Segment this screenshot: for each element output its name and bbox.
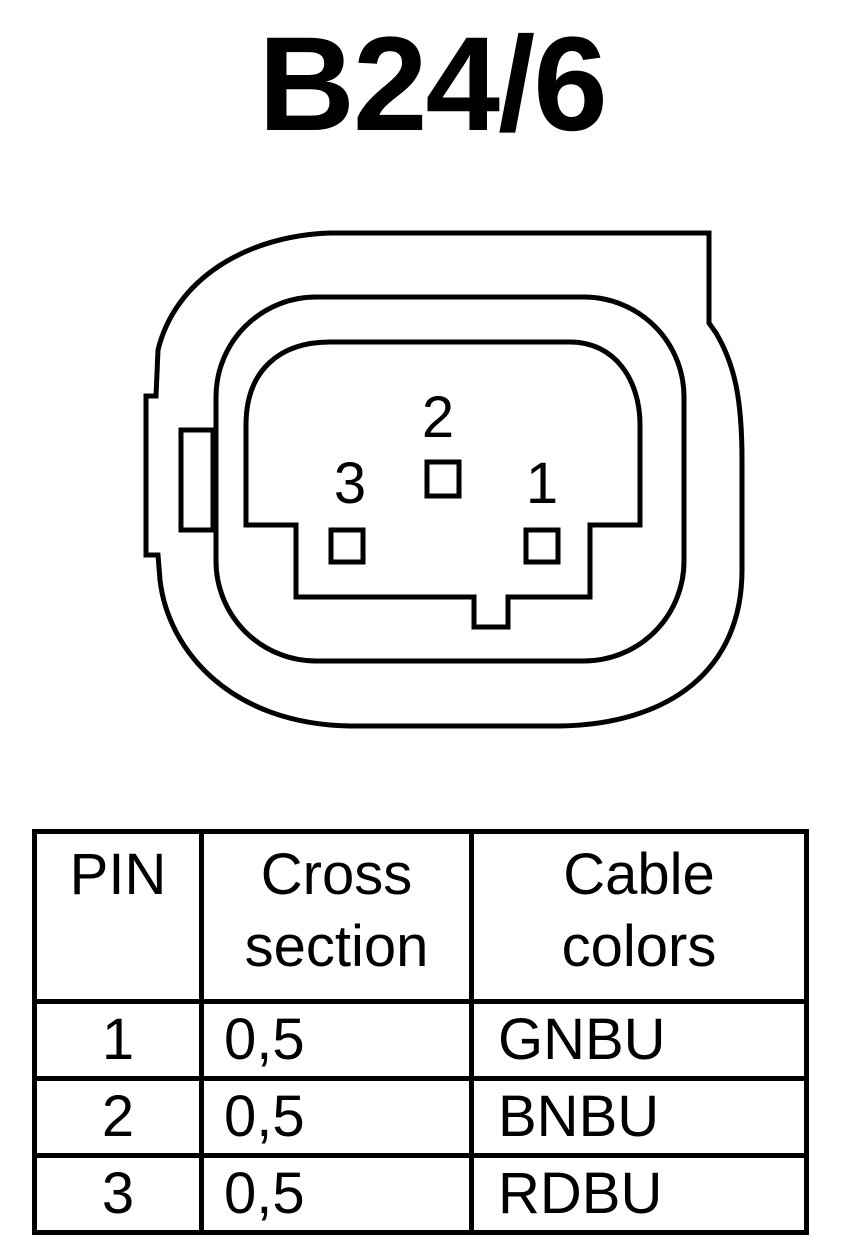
pin-3-terminal bbox=[328, 527, 366, 565]
cell-pin: 1 bbox=[32, 999, 204, 1081]
pin-assignment-table: PIN Cross section Cable colors 1 0,5 GNB… bbox=[32, 829, 809, 1235]
table-row: 1 0,5 GNBU bbox=[32, 999, 809, 1081]
pin-2-terminal bbox=[424, 459, 462, 499]
cell-cable-color: BNBU bbox=[469, 1076, 809, 1158]
cell-cable-color: GNBU bbox=[469, 999, 809, 1081]
connector-inner-ring bbox=[213, 294, 687, 664]
header-pin: PIN bbox=[32, 829, 204, 1004]
connector-title: B24/6 bbox=[258, 10, 608, 159]
cell-cross-section: 0,5 bbox=[199, 1153, 474, 1235]
connector-pin-cavity bbox=[243, 339, 643, 630]
connector-diagram: 1 2 3 bbox=[143, 230, 745, 729]
header-color-line1: Cable bbox=[563, 842, 715, 907]
header-cross-section: Cross section bbox=[199, 829, 474, 1004]
pin-1-terminal bbox=[523, 527, 561, 565]
table-row: 3 0,5 RDBU bbox=[32, 1153, 809, 1235]
pin-2-label: 2 bbox=[422, 385, 454, 450]
pin-3-label: 3 bbox=[334, 451, 366, 516]
table-header-row: PIN Cross section Cable colors bbox=[32, 829, 809, 1004]
table-row: 2 0,5 BNBU bbox=[32, 1076, 809, 1158]
cell-cross-section: 0,5 bbox=[199, 1076, 474, 1158]
header-cross-line1: Cross bbox=[260, 842, 413, 907]
header-color-line2: colors bbox=[561, 914, 717, 979]
header-pin-label: PIN bbox=[69, 842, 167, 907]
header-cable-colors: Cable colors bbox=[469, 829, 809, 1004]
connector-side-latch bbox=[178, 427, 216, 533]
cell-cable-color: RDBU bbox=[469, 1153, 809, 1235]
cell-cross-section: 0,5 bbox=[199, 999, 474, 1081]
pin-1-label: 1 bbox=[526, 451, 558, 516]
cell-pin: 3 bbox=[32, 1153, 204, 1235]
header-cross-line2: section bbox=[244, 914, 429, 979]
connector-outer-housing bbox=[143, 230, 745, 729]
cell-pin: 2 bbox=[32, 1076, 204, 1158]
